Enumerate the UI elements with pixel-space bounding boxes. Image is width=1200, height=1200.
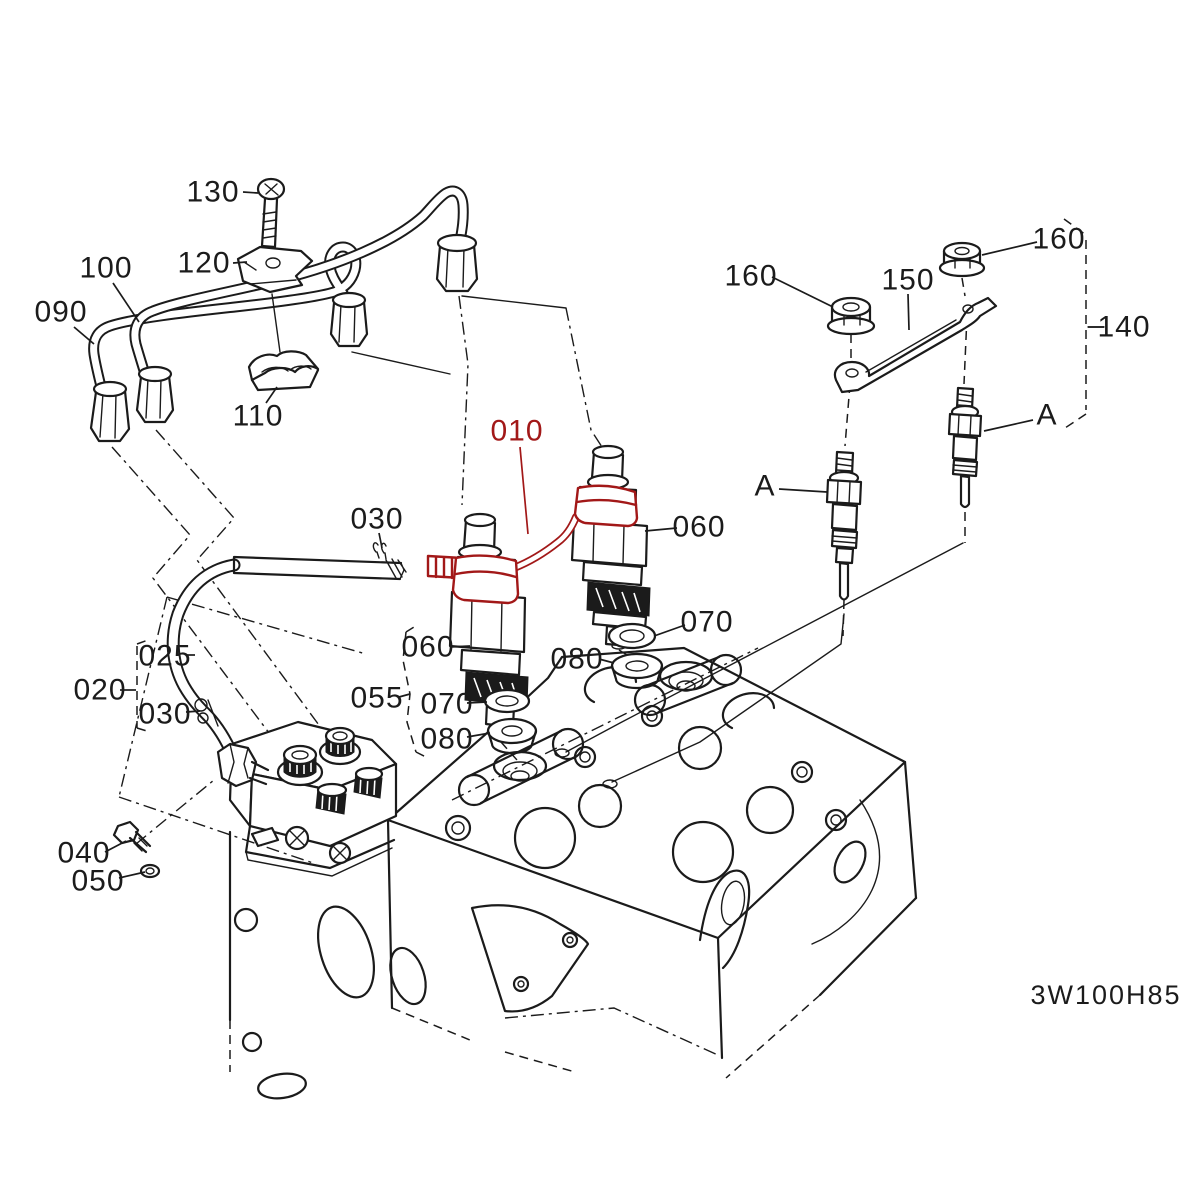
leader-line-130 [242,191,259,194]
pump-screws [284,825,352,865]
glow-plug-hole-right [602,779,618,789]
delivery-valve-holder-right [318,726,362,766]
injection-pipe-090 [88,241,362,435]
injection-pipes [88,177,479,443]
leader-line-A2 [778,488,828,493]
part-label-120: 120 [177,247,230,280]
flange-nut-left [826,296,876,336]
leader-line-160a [771,276,834,308]
part-label-A1: A [1036,399,1057,432]
injector-seat-left [492,750,548,782]
pipe-clamp-upper [236,245,314,353]
part-label-110: 110 [233,400,284,433]
part-label-030a: 030 [350,503,403,536]
part-label-160b: 160 [1032,223,1085,256]
glow-plug-group [825,218,1105,637]
part-label-100: 100 [79,252,132,285]
head-bolt-bosses [444,704,848,842]
part-label-055: 055 [350,682,403,715]
part-label-040: 040 [57,837,110,870]
injection-pipe-100 [129,185,469,421]
leader-lines [73,191,1104,879]
part-label-090: 090 [34,296,87,329]
drawing-code: 3W100H85 [1030,980,1181,1010]
leader-line-070b [653,624,686,637]
part-label-030b: 030 [138,698,191,731]
clamp-bolt [256,177,286,249]
glow-plug-hole-left [554,748,570,758]
leader-line-060a [449,645,471,648]
part-label-050: 050 [71,865,124,898]
leader-line-030a [378,532,383,549]
part-label-060b: 060 [672,511,725,544]
glow-plug-connector-bar [833,296,998,394]
part-label-060a: 060 [401,631,454,664]
leak-off-steel-pipe [232,555,407,581]
glow-plug-right [947,386,983,509]
leader-line-A1 [983,419,1034,432]
part-label-020: 020 [73,674,126,707]
gasket-contour [470,904,590,1013]
leader-line-160b [981,241,1038,256]
leader-line-030b [185,710,201,713]
pipe-clamp-lower [247,350,320,392]
leader-line-050 [118,871,146,879]
leader-line-040 [104,840,127,853]
part-label-130: 130 [186,176,239,209]
injection-pump [228,720,398,877]
leader-line-080b [598,658,615,664]
sealing-washer [139,863,161,879]
part-label-010: 010 [490,415,543,448]
banjo-bolt [112,820,152,854]
leader-line-090 [73,326,95,345]
pipe-union-nuts [89,233,479,443]
hose-clip-lower [194,698,219,727]
flange-nut-right [938,241,986,278]
leak-off-pipe-010 [426,484,639,605]
part-label-A2: A [754,470,775,503]
group-bracket-020 [136,639,151,733]
leader-line-080a [466,732,491,738]
leader-line-100 [112,282,140,323]
leader-line-055 [398,693,411,698]
leader-line-150 [907,293,910,331]
cylinder-head [118,596,918,1100]
part-label-070a: 070 [420,688,473,721]
leak-off-hose-assembly [112,542,407,879]
hose-elbow-joint [216,742,270,788]
part-label-150: 150 [881,264,934,297]
delivery-valve-holder-left [276,744,324,787]
leader-line-120 [232,261,248,264]
part-label-140: 140 [1097,311,1150,344]
pipe-clip-upper [372,542,387,560]
part-label-025: 025 [138,640,191,673]
part-label-160a: 160 [724,260,777,293]
injector-washers [483,622,664,761]
leader-line-010 [519,446,529,535]
pump-side-plugs [315,766,384,815]
part-label-080a: 080 [420,723,473,756]
part-label-080b: 080 [550,643,603,676]
fuel-injector-right [570,444,651,650]
glow-plug-left [825,450,863,601]
leader-line-060b [644,527,678,532]
part-label-070b: 070 [680,606,733,639]
leader-line-110 [265,386,278,404]
leader-line-070a [466,701,488,704]
